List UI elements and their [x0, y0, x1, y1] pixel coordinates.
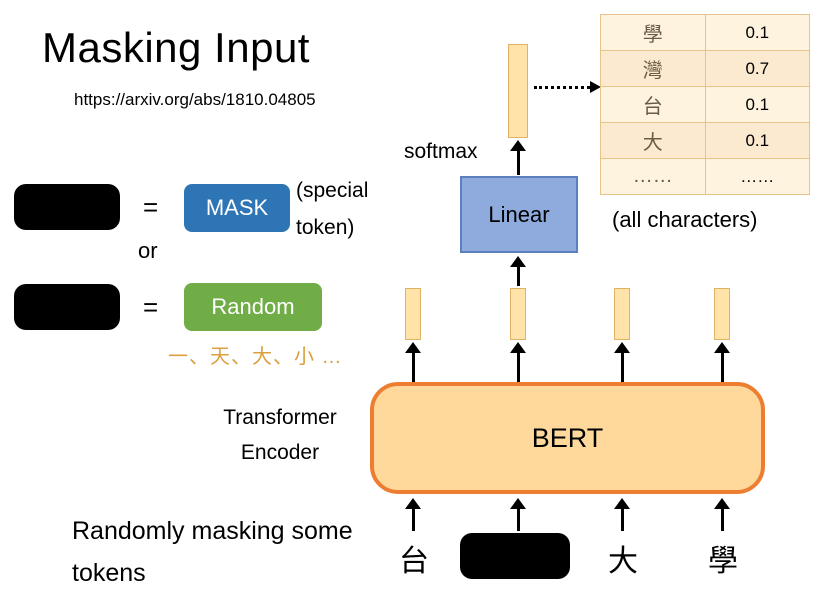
table-row: 灣 0.7 — [600, 50, 811, 87]
char-cell: 台 — [600, 86, 706, 123]
dotted-arrow-to-table — [534, 81, 601, 93]
linear-layer-box: Linear — [460, 176, 578, 253]
mask-token-badge: MASK — [184, 184, 290, 232]
table-row: 大 0.1 — [600, 122, 811, 159]
embedding-bar-2 — [510, 288, 526, 340]
arrow-bert-to-embedding-1 — [405, 342, 421, 382]
arrow-input-4-to-bert — [714, 498, 730, 531]
distribution-vector-bar — [508, 44, 528, 138]
equals-sign-1: = — [143, 192, 159, 222]
probability-table: 學 0.1 灣 0.7 台 0.1 大 0.1 …… …… — [600, 14, 811, 195]
random-token-badge: Random — [184, 283, 322, 331]
masked-token-box-1 — [14, 184, 120, 230]
input-token-tai: 台 — [399, 545, 429, 578]
table-row: …… …… — [600, 158, 811, 195]
softmax-label: softmax — [404, 140, 478, 163]
input-token-da: 大 — [608, 545, 638, 578]
prob-cell: 0.1 — [704, 14, 811, 51]
or-label: or — [138, 238, 158, 263]
arrow-embedding-to-linear — [510, 256, 526, 286]
arxiv-link: https://arxiv.org/abs/1810.04805 — [74, 90, 316, 109]
bert-encoder-box: BERT — [370, 382, 765, 494]
char-cell: 大 — [600, 122, 706, 159]
table-row: 台 0.1 — [600, 86, 811, 123]
random-character-examples: 一、天、大、小 … — [168, 346, 343, 368]
arrow-linear-to-distribution — [510, 140, 526, 175]
special-token-note: (special token) — [296, 179, 369, 239]
prob-cell: 0.7 — [704, 50, 811, 87]
prob-cell: 0.1 — [704, 86, 811, 123]
char-cell: 學 — [600, 14, 706, 51]
char-cell: 灣 — [600, 50, 706, 87]
transformer-encoder-label: Transformer Encoder — [223, 406, 337, 464]
embedding-bar-1 — [405, 288, 421, 340]
masked-input-token-box — [460, 533, 570, 579]
all-characters-label: (all characters) — [612, 207, 758, 232]
arrow-bert-to-embedding-4 — [714, 342, 730, 382]
arrow-input-1-to-bert — [405, 498, 421, 531]
embedding-bar-3 — [614, 288, 630, 340]
embedding-bar-4 — [714, 288, 730, 340]
arrow-bert-to-embedding-2 — [510, 342, 526, 382]
prob-cell: 0.1 — [704, 122, 811, 159]
masked-token-box-2 — [14, 284, 120, 330]
input-token-xue: 學 — [708, 545, 738, 578]
equals-sign-2: = — [143, 292, 159, 322]
prob-cell: …… — [704, 158, 811, 195]
arrow-input-3-to-bert — [614, 498, 630, 531]
arrow-input-2-to-bert — [510, 498, 526, 531]
randomly-masking-note: Randomly masking some tokens — [72, 517, 353, 587]
arrow-bert-to-embedding-3 — [614, 342, 630, 382]
page-title: Masking Input — [42, 24, 310, 71]
char-cell: …… — [600, 158, 706, 195]
table-row: 學 0.1 — [600, 14, 811, 51]
